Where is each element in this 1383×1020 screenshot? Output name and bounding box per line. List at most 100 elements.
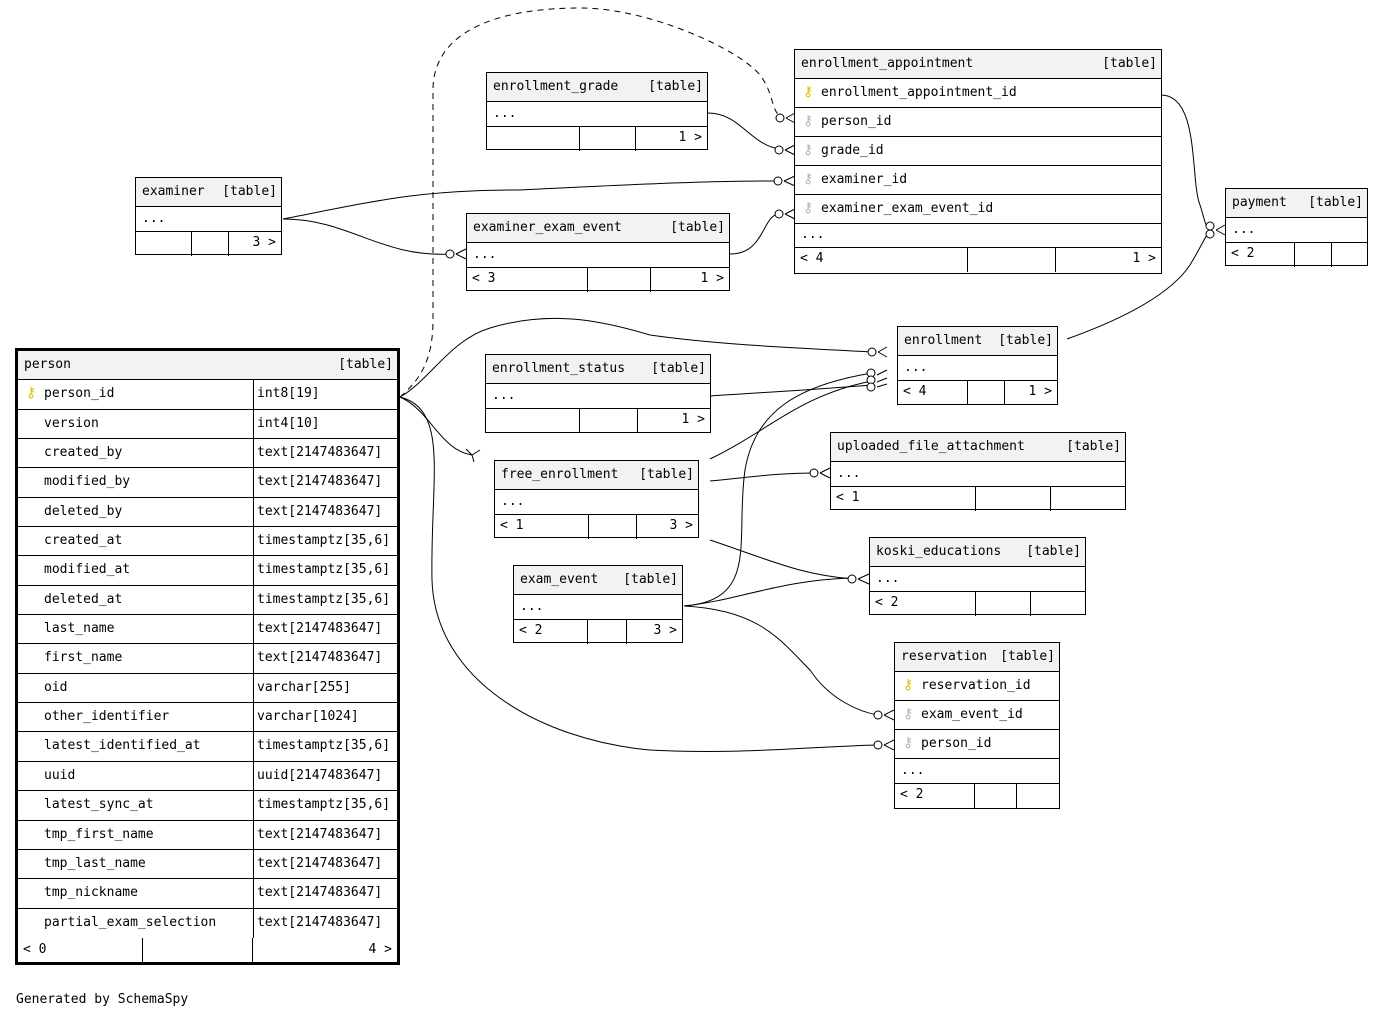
child-count[interactable]: 1 > xyxy=(1028,384,1052,399)
column-name: tmp_last_name xyxy=(44,855,146,871)
parent-count[interactable] xyxy=(136,232,192,256)
table-enrollment-grade[interactable]: enrollment_grade [table] ... 1 > xyxy=(486,72,708,151)
child-count[interactable]: 3 > xyxy=(252,235,276,250)
table-name: person xyxy=(24,357,71,372)
edge-free-koski xyxy=(709,539,855,580)
ellipsis-row: ... xyxy=(467,243,729,268)
table-enrollment-appointment[interactable]: enrollment_appointment [table] ⚷enrollme… xyxy=(794,49,1162,274)
table-uploaded-file-attachment[interactable]: uploaded_file_attachment [table] ... < 1 xyxy=(830,432,1126,511)
edge-person-enrollment xyxy=(399,317,873,398)
table-name: enrollment xyxy=(904,333,983,348)
column-name: grade_id xyxy=(821,143,884,158)
column-row: ⚷person_id xyxy=(795,108,1161,137)
table-footer: < 2 xyxy=(895,784,1059,808)
table-payment[interactable]: payment [table] ... < 2 xyxy=(1225,188,1368,267)
parent-count[interactable]: < 2 xyxy=(1226,243,1295,267)
child-count[interactable]: 1 > xyxy=(678,130,702,145)
parent-count[interactable]: < 3 xyxy=(467,268,588,292)
child-count[interactable] xyxy=(1051,487,1125,511)
table-footer: < 0 4 > xyxy=(18,937,397,964)
primary-key-icon: ⚷ xyxy=(903,677,914,693)
table-header: enrollment [table] xyxy=(898,327,1057,356)
table-footer: < 2 xyxy=(1226,243,1367,267)
table-header: free_enrollment [table] xyxy=(495,461,698,490)
table-kind: [table] xyxy=(338,357,393,372)
table-name: examiner_exam_event xyxy=(473,220,622,235)
column-row: ⚷reservation_id xyxy=(895,672,1059,701)
column-type: text[2147483647] xyxy=(253,497,382,527)
child-count[interactable] xyxy=(1332,243,1367,267)
edge-exam-reservation xyxy=(683,605,879,716)
table-examiner-exam-event[interactable]: examiner_exam_event [table] ... < 3 1 > xyxy=(466,213,730,292)
table-kind: [table] xyxy=(639,467,694,482)
table-footer: < 3 1 > xyxy=(467,268,729,292)
column-row: ⚷grade_id xyxy=(795,137,1161,166)
table-kind: [table] xyxy=(1026,544,1081,559)
parent-count[interactable]: < 1 xyxy=(495,515,589,539)
column-name: last_name xyxy=(44,621,115,637)
table-enrollment[interactable]: enrollment [table] ... < 4 1 > xyxy=(897,326,1058,405)
child-count[interactable] xyxy=(1017,784,1059,808)
column-type: text[2147483647] xyxy=(253,468,382,497)
parent-count[interactable]: < 4 xyxy=(898,381,968,405)
column-name: other_identifier xyxy=(44,709,170,725)
table-exam-event[interactable]: exam_event [table] ... < 2 3 > xyxy=(513,565,683,644)
child-count[interactable]: 3 > xyxy=(669,518,693,533)
parent-count[interactable] xyxy=(487,127,580,151)
column-type: text[2147483647] xyxy=(253,879,382,908)
row-count xyxy=(968,381,1005,405)
table-header: examiner [table] xyxy=(136,178,281,207)
table-kind: [table] xyxy=(1102,56,1157,71)
ellipsis-row: ... xyxy=(136,207,281,232)
table-koski-educations[interactable]: koski_educations [table] ... < 2 xyxy=(869,537,1086,616)
table-footer: < 2 3 > xyxy=(514,620,682,644)
child-count[interactable]: 1 > xyxy=(1132,251,1156,266)
ellipsis-row: ... xyxy=(795,224,1161,248)
table-header: reservation [table] xyxy=(895,643,1059,672)
parent-count[interactable] xyxy=(486,409,580,433)
foreign-key-icon: ⚷ xyxy=(903,735,914,751)
column-type: int4[10] xyxy=(253,409,320,439)
table-free-enrollment[interactable]: free_enrollment [table] ... < 1 3 > xyxy=(494,460,699,539)
column-name: version xyxy=(44,415,99,431)
parent-count[interactable]: < 2 xyxy=(870,592,976,616)
parent-count[interactable]: < 2 xyxy=(895,784,975,808)
column-type: text[2147483647] xyxy=(253,820,382,849)
column-type: text[2147483647] xyxy=(253,908,382,938)
column-row: ⚷enrollment_appointment_id xyxy=(795,79,1161,108)
parent-count[interactable]: < 1 xyxy=(831,487,976,511)
ellipsis-row: ... xyxy=(487,102,707,127)
column-name: tmp_nickname xyxy=(44,885,138,901)
edge-appointment-payment xyxy=(1160,94,1211,229)
child-count[interactable]: 1 > xyxy=(681,412,705,427)
parent-count[interactable]: < 4 xyxy=(795,248,968,272)
parent-count[interactable]: < 0 xyxy=(18,937,143,964)
ellipsis-row: ... xyxy=(514,595,682,620)
edge-examiner-appointment xyxy=(282,180,779,220)
child-count[interactable]: 3 > xyxy=(653,623,677,638)
table-examiner[interactable]: examiner [table] ... 3 > xyxy=(135,177,282,256)
table-header: koski_educations [table] xyxy=(870,538,1085,567)
table-footer: 1 > xyxy=(486,409,710,433)
table-name: reservation xyxy=(901,649,988,664)
child-count[interactable]: 4 > xyxy=(368,941,392,957)
edge-exam-koski xyxy=(683,577,853,607)
row-count xyxy=(580,127,636,151)
column-name: person_id xyxy=(821,114,892,129)
child-count[interactable]: 1 > xyxy=(700,271,724,286)
parent-count[interactable]: < 2 xyxy=(514,620,588,644)
table-reservation[interactable]: reservation [table] ⚷reservation_id ⚷exa… xyxy=(894,642,1060,809)
child-count[interactable] xyxy=(1031,592,1085,616)
table-header: examiner_exam_event [table] xyxy=(467,214,729,243)
table-enrollment-status[interactable]: enrollment_status [table] ... 1 > xyxy=(485,354,711,433)
